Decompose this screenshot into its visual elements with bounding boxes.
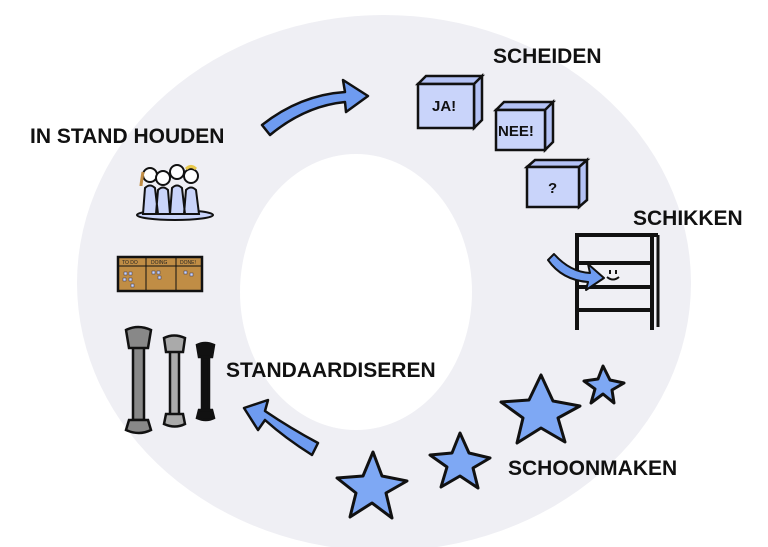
wrench-icons bbox=[124, 325, 216, 435]
svg-text:?: ? bbox=[548, 180, 557, 197]
step-label-scheiden: SCHEIDEN bbox=[493, 45, 602, 68]
arrow-icon bbox=[260, 78, 370, 137]
arrow-icon bbox=[242, 398, 320, 457]
step-label-standaardiseren: STANDAARDISEREN bbox=[226, 359, 436, 382]
cycle-center bbox=[240, 154, 472, 430]
team-icon bbox=[136, 164, 214, 221]
step-label-schikken: SCHIKKEN bbox=[633, 207, 743, 230]
star-icons bbox=[335, 364, 626, 520]
star-icon bbox=[582, 364, 626, 405]
kanban-board-icon: TO DO DOING DONE! bbox=[116, 255, 204, 293]
box-icon-ja: JA! bbox=[414, 72, 486, 132]
arrow-icon bbox=[547, 253, 605, 291]
box-icon-nee: NEE! bbox=[492, 98, 557, 154]
star-icon bbox=[499, 373, 582, 445]
star-icon bbox=[428, 431, 492, 490]
wrench-icon bbox=[124, 325, 153, 435]
step-label-schoonmaken: SCHOONMAKEN bbox=[508, 457, 677, 480]
wrench-icon bbox=[195, 341, 216, 422]
svg-text:NEE!: NEE! bbox=[498, 123, 534, 140]
svg-text:DONE!: DONE! bbox=[180, 260, 196, 266]
svg-text:JA!: JA! bbox=[432, 98, 456, 115]
box-icon-question: ? bbox=[523, 157, 591, 210]
svg-text:TO DO: TO DO bbox=[122, 260, 138, 266]
wrench-icon bbox=[162, 334, 187, 428]
step-label-in-stand-houden: IN STAND HOUDEN bbox=[30, 125, 224, 148]
star-icon bbox=[335, 450, 409, 520]
svg-text:DOING: DOING bbox=[151, 260, 168, 266]
